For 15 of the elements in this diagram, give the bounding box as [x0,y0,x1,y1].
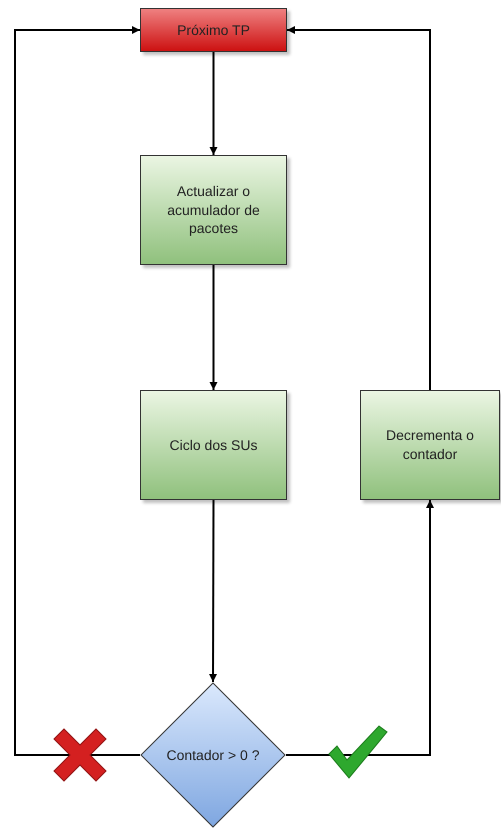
start-box [140,8,287,52]
node-label: Próximo TP [176,20,251,40]
arrow [287,26,431,390]
node-label: Contador > 0 ? [165,746,260,764]
arrow [209,500,218,682]
arrow [286,500,434,756]
arrow [14,26,140,756]
process-box [140,390,287,500]
arrow [210,265,218,390]
arrow [210,52,218,155]
process-box [140,155,287,265]
node-label: Ciclo dos SUs [168,436,258,454]
node-label: Decrementa o contador [385,426,475,464]
node-label: Actualizar o acumulador de pacotes [166,182,261,238]
process-box [360,390,500,500]
